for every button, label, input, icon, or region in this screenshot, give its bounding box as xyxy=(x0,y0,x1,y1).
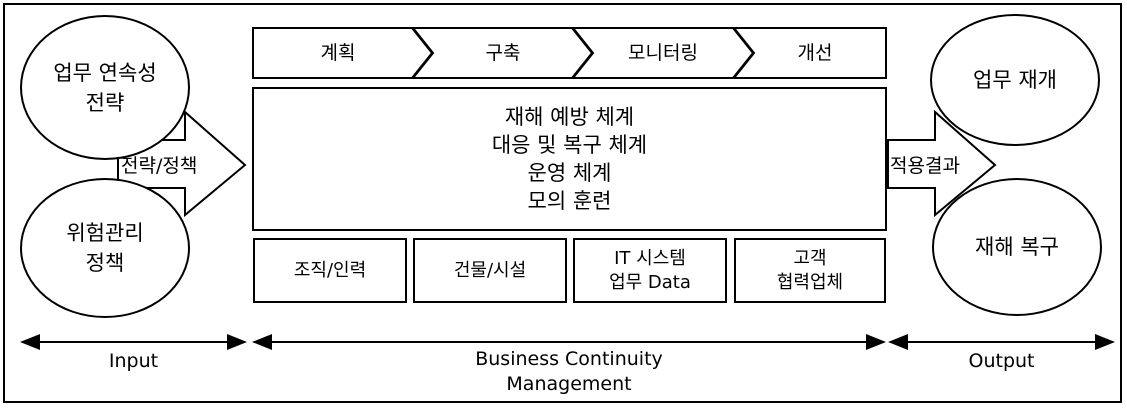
input-arrow-label: 전략/정책 xyxy=(121,155,198,177)
resource-box-organization: 조직/인력 xyxy=(253,238,407,303)
input-label: Input xyxy=(108,350,159,372)
bcm-label-line1: Business Continuity xyxy=(475,348,663,370)
bcm-label-line2: Management xyxy=(506,373,632,395)
resource-box-partners: 고객 협력업체 xyxy=(734,238,886,303)
strategy-line-1: 업무 연속성 xyxy=(53,60,157,85)
system-drill: 모의 훈련 xyxy=(527,189,612,213)
business-resume-ellipse: 업무 재개 xyxy=(930,14,1100,146)
diagram-frame xyxy=(3,3,1122,403)
system-operation: 운영 체계 xyxy=(527,161,612,185)
resource-box-it-systems: IT 시스템 업무 Data xyxy=(573,238,727,303)
output-block-arrow xyxy=(887,109,997,218)
resource-label: 업무 Data xyxy=(609,271,691,293)
system-prevention: 재해 예방 체계 xyxy=(504,105,635,129)
bcm-system-box: 재해 예방 체계 대응 및 복구 체계 운영 체계 모의 훈련 xyxy=(252,87,887,231)
recovery-label: 재해 복구 xyxy=(975,235,1059,259)
step-label-improve: 개선 xyxy=(797,42,833,64)
risk-policy-ellipse: 위험관리 정책 xyxy=(20,178,190,318)
resource-label: 조직/인력 xyxy=(293,259,367,281)
resume-label: 업무 재개 xyxy=(973,68,1057,92)
risk-line-1: 위험관리 xyxy=(66,221,144,245)
output-arrow-label: 적용결과 xyxy=(890,155,960,177)
resource-label: 협력업체 xyxy=(776,271,844,293)
strategy-line-2: 전략 xyxy=(85,90,125,115)
resource-label: 고객 xyxy=(793,247,827,269)
resource-label: IT 시스템 xyxy=(614,247,686,269)
step-label-plan: 계획 xyxy=(320,42,356,64)
risk-line-2: 정책 xyxy=(85,251,125,275)
step-label-build: 구축 xyxy=(485,42,521,64)
step-chevron-4 xyxy=(731,27,887,79)
step-label-monitor: 모니터링 xyxy=(628,42,698,64)
system-response-recovery: 대응 및 복구 체계 xyxy=(491,133,648,157)
resource-box-facilities: 건물/시설 xyxy=(413,238,567,303)
output-label: Output xyxy=(968,350,1035,372)
strategy-ellipse: 업무 연속성 전략 xyxy=(20,15,190,160)
resource-label: 건물/시설 xyxy=(453,259,527,281)
disaster-recovery-ellipse: 재해 복구 xyxy=(932,178,1102,316)
